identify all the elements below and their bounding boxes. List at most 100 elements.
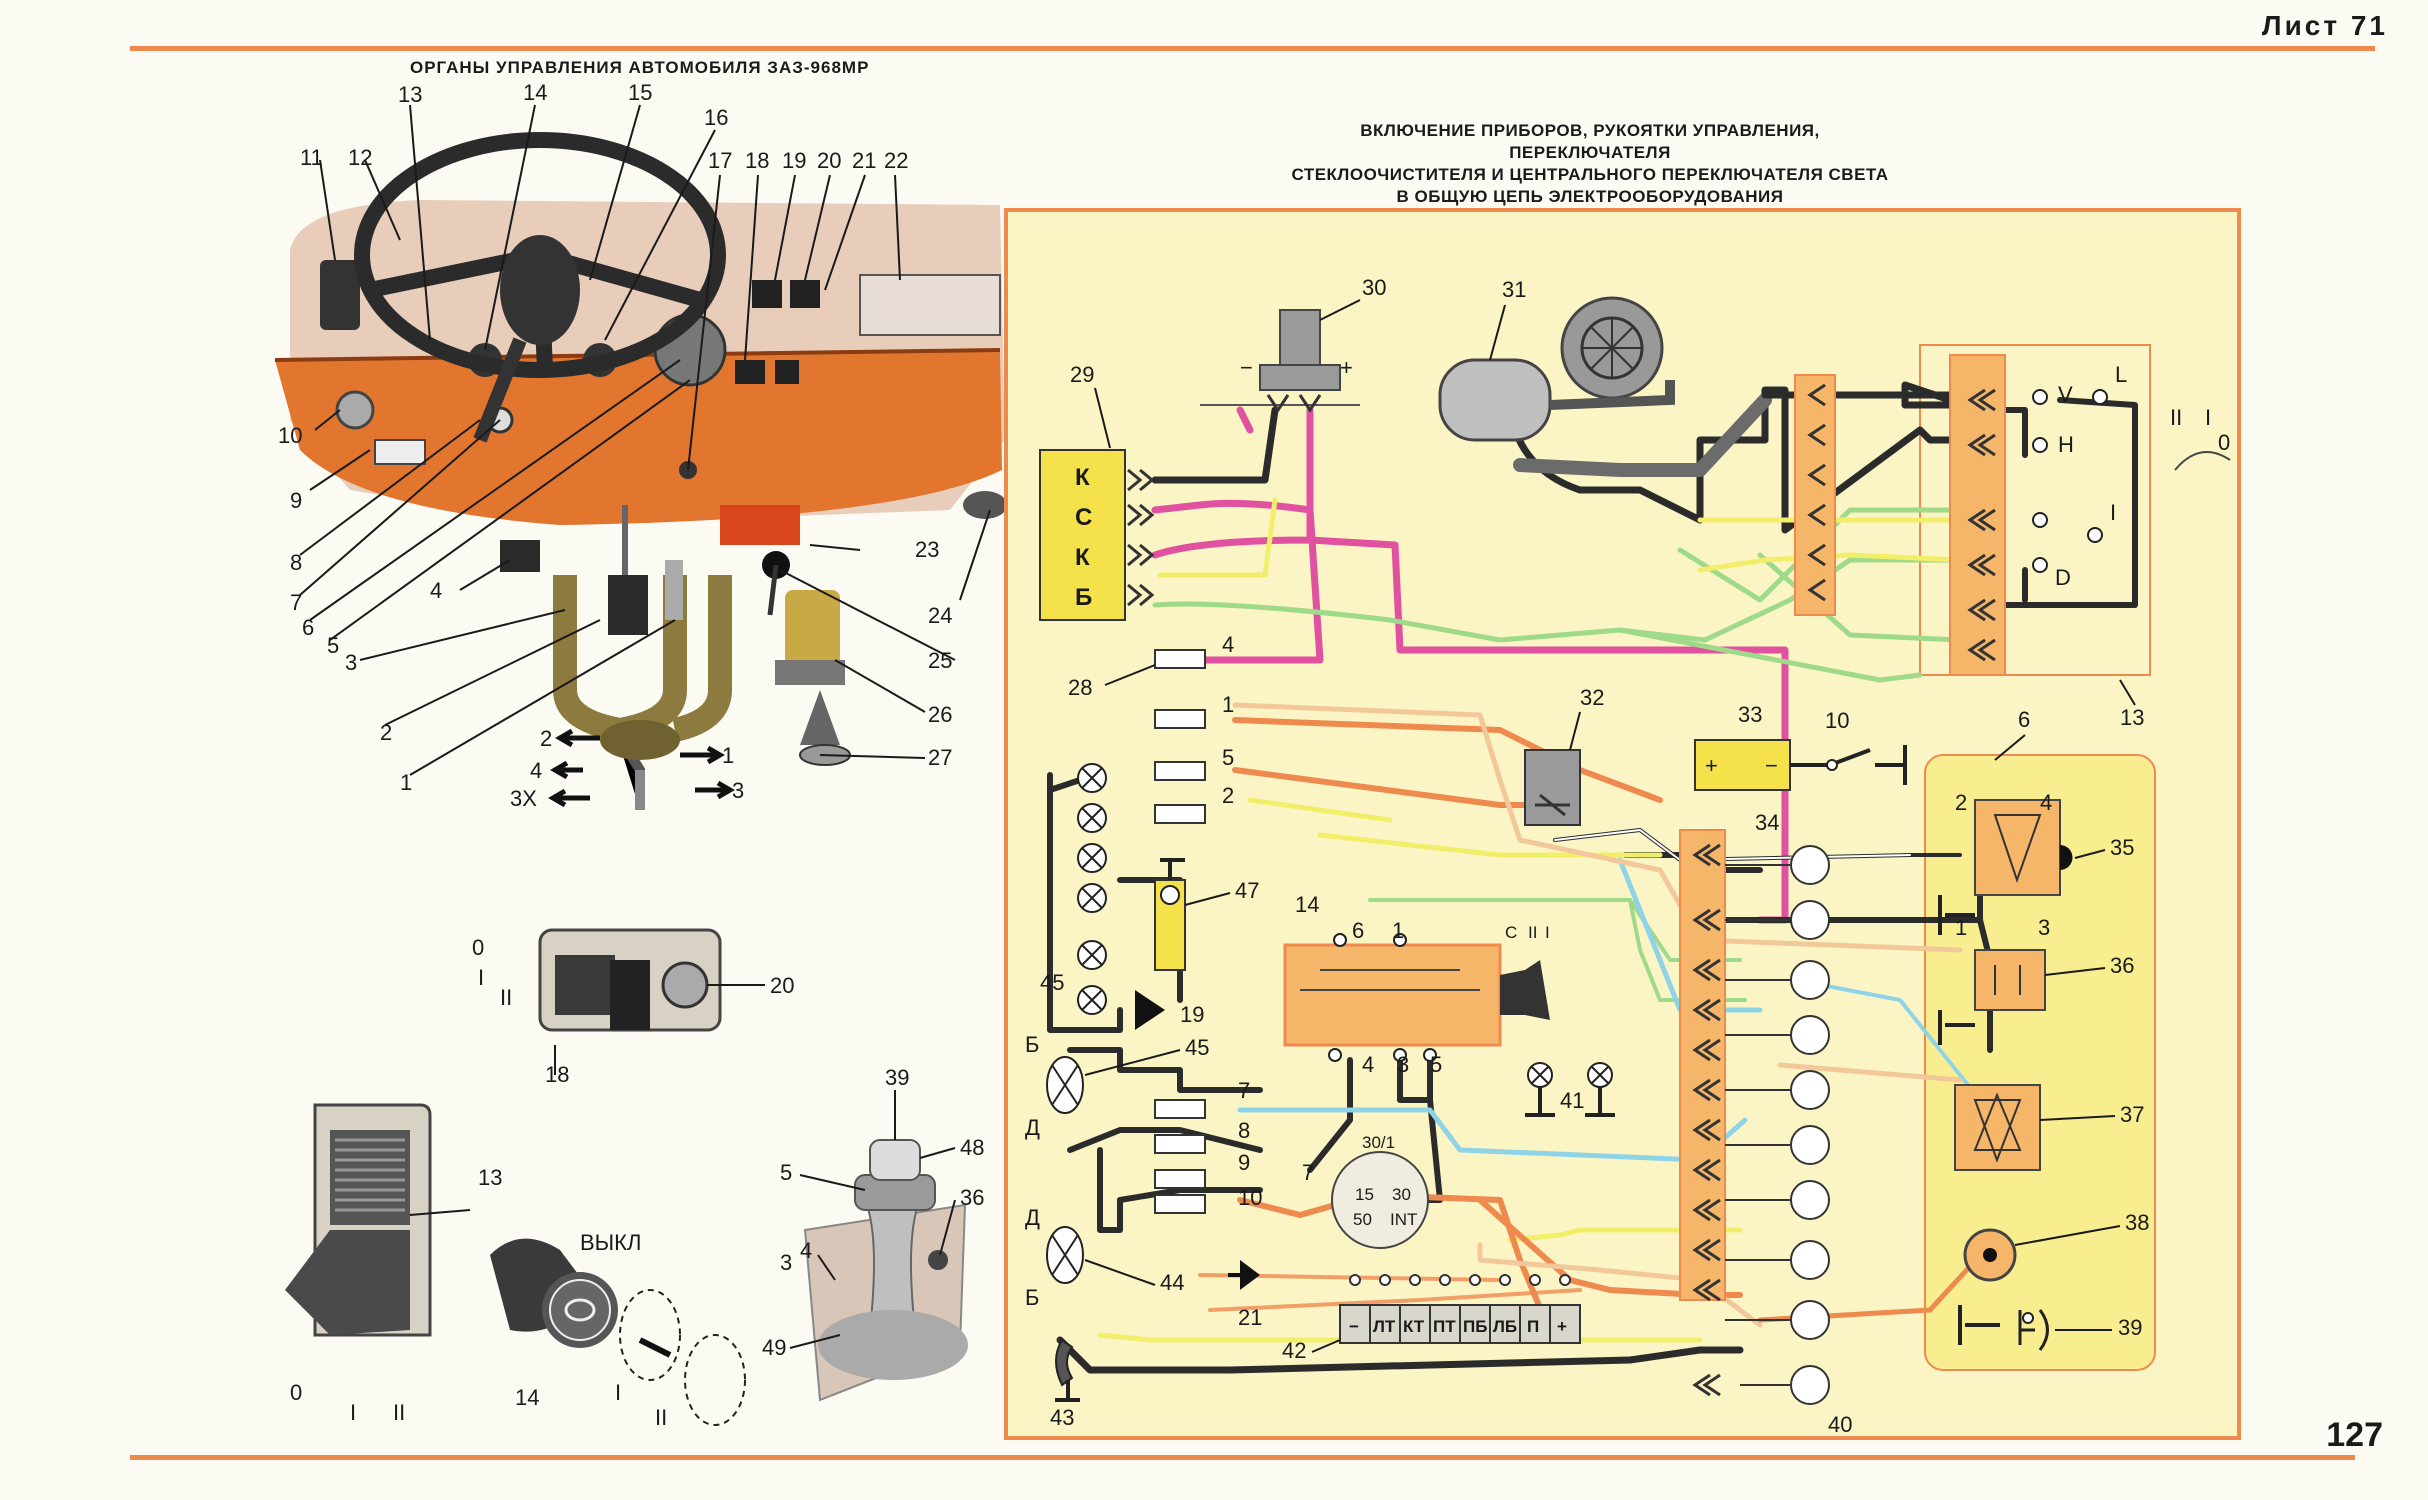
- callout-36: 36: [2110, 953, 2134, 978]
- callout-6: 6: [302, 615, 314, 640]
- switch-13-pin-d: D: [2055, 565, 2071, 590]
- connector-29-pin-b: Б: [1075, 584, 1092, 611]
- callout-25: 25: [928, 648, 952, 673]
- callout-35: 35: [2110, 835, 2134, 860]
- dashboard-illustration: [274, 132, 1007, 810]
- switch-14-pin-3: 3: [1397, 1052, 1409, 1077]
- switch-14-pin-5: 5: [1430, 1052, 1442, 1077]
- callout-29: 29: [1070, 362, 1094, 387]
- knob-14-detail: ВЫКЛ 14 I II: [490, 1230, 746, 1430]
- indicator-lamps: 40: [1725, 845, 1852, 1437]
- fuse-block: 4 1 5 2 7 8 9 10 28: [1068, 632, 1262, 1214]
- callout-7-diagram: 7: [1302, 1160, 1314, 1185]
- callout-10-diagram: 10: [1825, 708, 1849, 733]
- fuse-label-2: 2: [1222, 783, 1234, 808]
- relay-35: 2 4 1 3 35 6: [1938, 707, 2134, 940]
- battery-minus: −: [1765, 753, 1778, 778]
- knob-14-off-label: ВЫКЛ: [580, 1230, 641, 1255]
- callout-37: 37: [2120, 1102, 2144, 1127]
- switch-14-pin-4: 4: [1362, 1052, 1374, 1077]
- callout-19: 19: [782, 148, 806, 173]
- switch-18-pos-0: 0: [472, 935, 484, 960]
- callout-9: 9: [290, 488, 302, 513]
- callout-19-diagram: 19: [1180, 1002, 1204, 1027]
- switch-14-pin-1: 1: [1392, 918, 1404, 943]
- block-42-label: ПБ: [1463, 1317, 1487, 1336]
- switch-13-pin-l: L: [2115, 362, 2127, 387]
- gear-label-1: 1: [722, 743, 734, 768]
- switch-14-pos-c: С: [1505, 923, 1517, 942]
- lever-callout-48: 48: [960, 1135, 984, 1160]
- connector-29-pin-k2: К: [1075, 544, 1090, 571]
- ignition-7: 30/1 15 30 50 INT 7: [1302, 1133, 1429, 1249]
- right-title: ВКЛЮЧЕНИЕ ПРИБОРОВ, РУКОЯТКИ УПРАВЛЕНИЯ,…: [1290, 120, 1890, 208]
- connector-29-pin-s: С: [1075, 504, 1092, 531]
- side-label-b: Б: [1025, 1032, 1039, 1057]
- lamps-41: 41: [1525, 1062, 1615, 1117]
- callout-7: 7: [290, 590, 302, 615]
- battery-33: + − 33 10: [1694, 702, 1907, 791]
- callout-22: 22: [884, 148, 908, 173]
- callout-10: 10: [278, 423, 302, 448]
- fuse-label-4: 4: [1222, 632, 1234, 657]
- relay-35-pin-4: 4: [2040, 790, 2052, 815]
- gear-label-3: 3: [732, 778, 744, 803]
- callout-21: 21: [1238, 1305, 1262, 1330]
- sensor-30-minus: −: [1240, 355, 1253, 380]
- callout-1: 1: [400, 770, 412, 795]
- dashboard-leader-lines: [299, 104, 991, 776]
- callout-24: 24: [928, 603, 952, 628]
- page-number: 127: [2326, 1416, 2383, 1454]
- callout-41: 41: [1560, 1088, 1584, 1113]
- callout-40: 40: [1828, 1412, 1852, 1437]
- ignition-term-50: 50: [1353, 1210, 1372, 1229]
- switch-13-pos-ii: II: [2170, 405, 2182, 430]
- fuse-label-10: 10: [1238, 1185, 1262, 1210]
- gear-label-2: 2: [540, 726, 552, 751]
- relay-35-pin-1: 1: [1955, 915, 1967, 940]
- switch-13-pos-i: I: [2205, 405, 2211, 430]
- switch-13-detail-pos-0: 0: [290, 1380, 302, 1405]
- switch-13: V L H I D II I 0 13: [1794, 354, 2231, 730]
- callout-17: 17: [708, 148, 732, 173]
- sensor-30: − + 30: [1200, 275, 1386, 413]
- block-42-label: −: [1349, 1317, 1359, 1336]
- flasher-37: 37: [1954, 1084, 2144, 1171]
- switch-13-pin-i: I: [2110, 500, 2116, 525]
- ignition-term-30: 30: [1392, 1185, 1411, 1204]
- arrow-left-icon: [550, 760, 583, 780]
- callout-28: 28: [1068, 675, 1092, 700]
- knob-14-pos-ii: II: [655, 1405, 667, 1430]
- callout-21: 21: [852, 148, 876, 173]
- sheet-label: Лист 71: [2261, 10, 2388, 41]
- knob-14-pos-i: I: [615, 1380, 621, 1405]
- callout-30: 30: [1362, 275, 1386, 300]
- switch-14: 6 1 4 3 5 С II I 14: [1283, 892, 1550, 1077]
- ignition-term-15: 15: [1355, 1185, 1374, 1204]
- block-42: − ЛТ КТ ПТ ПБ ЛБ П + 42: [1282, 1274, 1581, 1363]
- switch-38: 38: [1963, 1210, 2149, 1282]
- callout-14-detail: 14: [515, 1385, 539, 1410]
- horn-43: 43: [1050, 1338, 1080, 1430]
- switch-14-pos-i: I: [1545, 923, 1550, 942]
- switch-13-detail-pos-ii: II: [393, 1400, 405, 1425]
- ignition-term-30-1: 30/1: [1362, 1133, 1395, 1152]
- callout-6: 6: [2018, 707, 2030, 732]
- callout-20-detail: 20: [770, 973, 794, 998]
- callout-11: 11: [300, 145, 323, 170]
- gear-arrows: 2 1 4 3Х 3: [510, 726, 744, 811]
- block-42-label: +: [1557, 1317, 1567, 1336]
- callout-38: 38: [2125, 1210, 2149, 1235]
- lever-callout-36: 36: [960, 1185, 984, 1210]
- callout-13-detail: 13: [478, 1165, 502, 1190]
- callout-14: 14: [1295, 892, 1319, 917]
- switch-18-pos-i: I: [478, 965, 484, 990]
- block-42-label: КТ: [1403, 1317, 1425, 1336]
- callout-20: 20: [817, 148, 841, 173]
- callout-5: 5: [327, 633, 339, 658]
- switch-14-pin-6: 6: [1352, 918, 1364, 943]
- callout-14: 14: [523, 80, 547, 105]
- fuse-label-5: 5: [1222, 745, 1234, 770]
- callout-4: 4: [430, 578, 442, 603]
